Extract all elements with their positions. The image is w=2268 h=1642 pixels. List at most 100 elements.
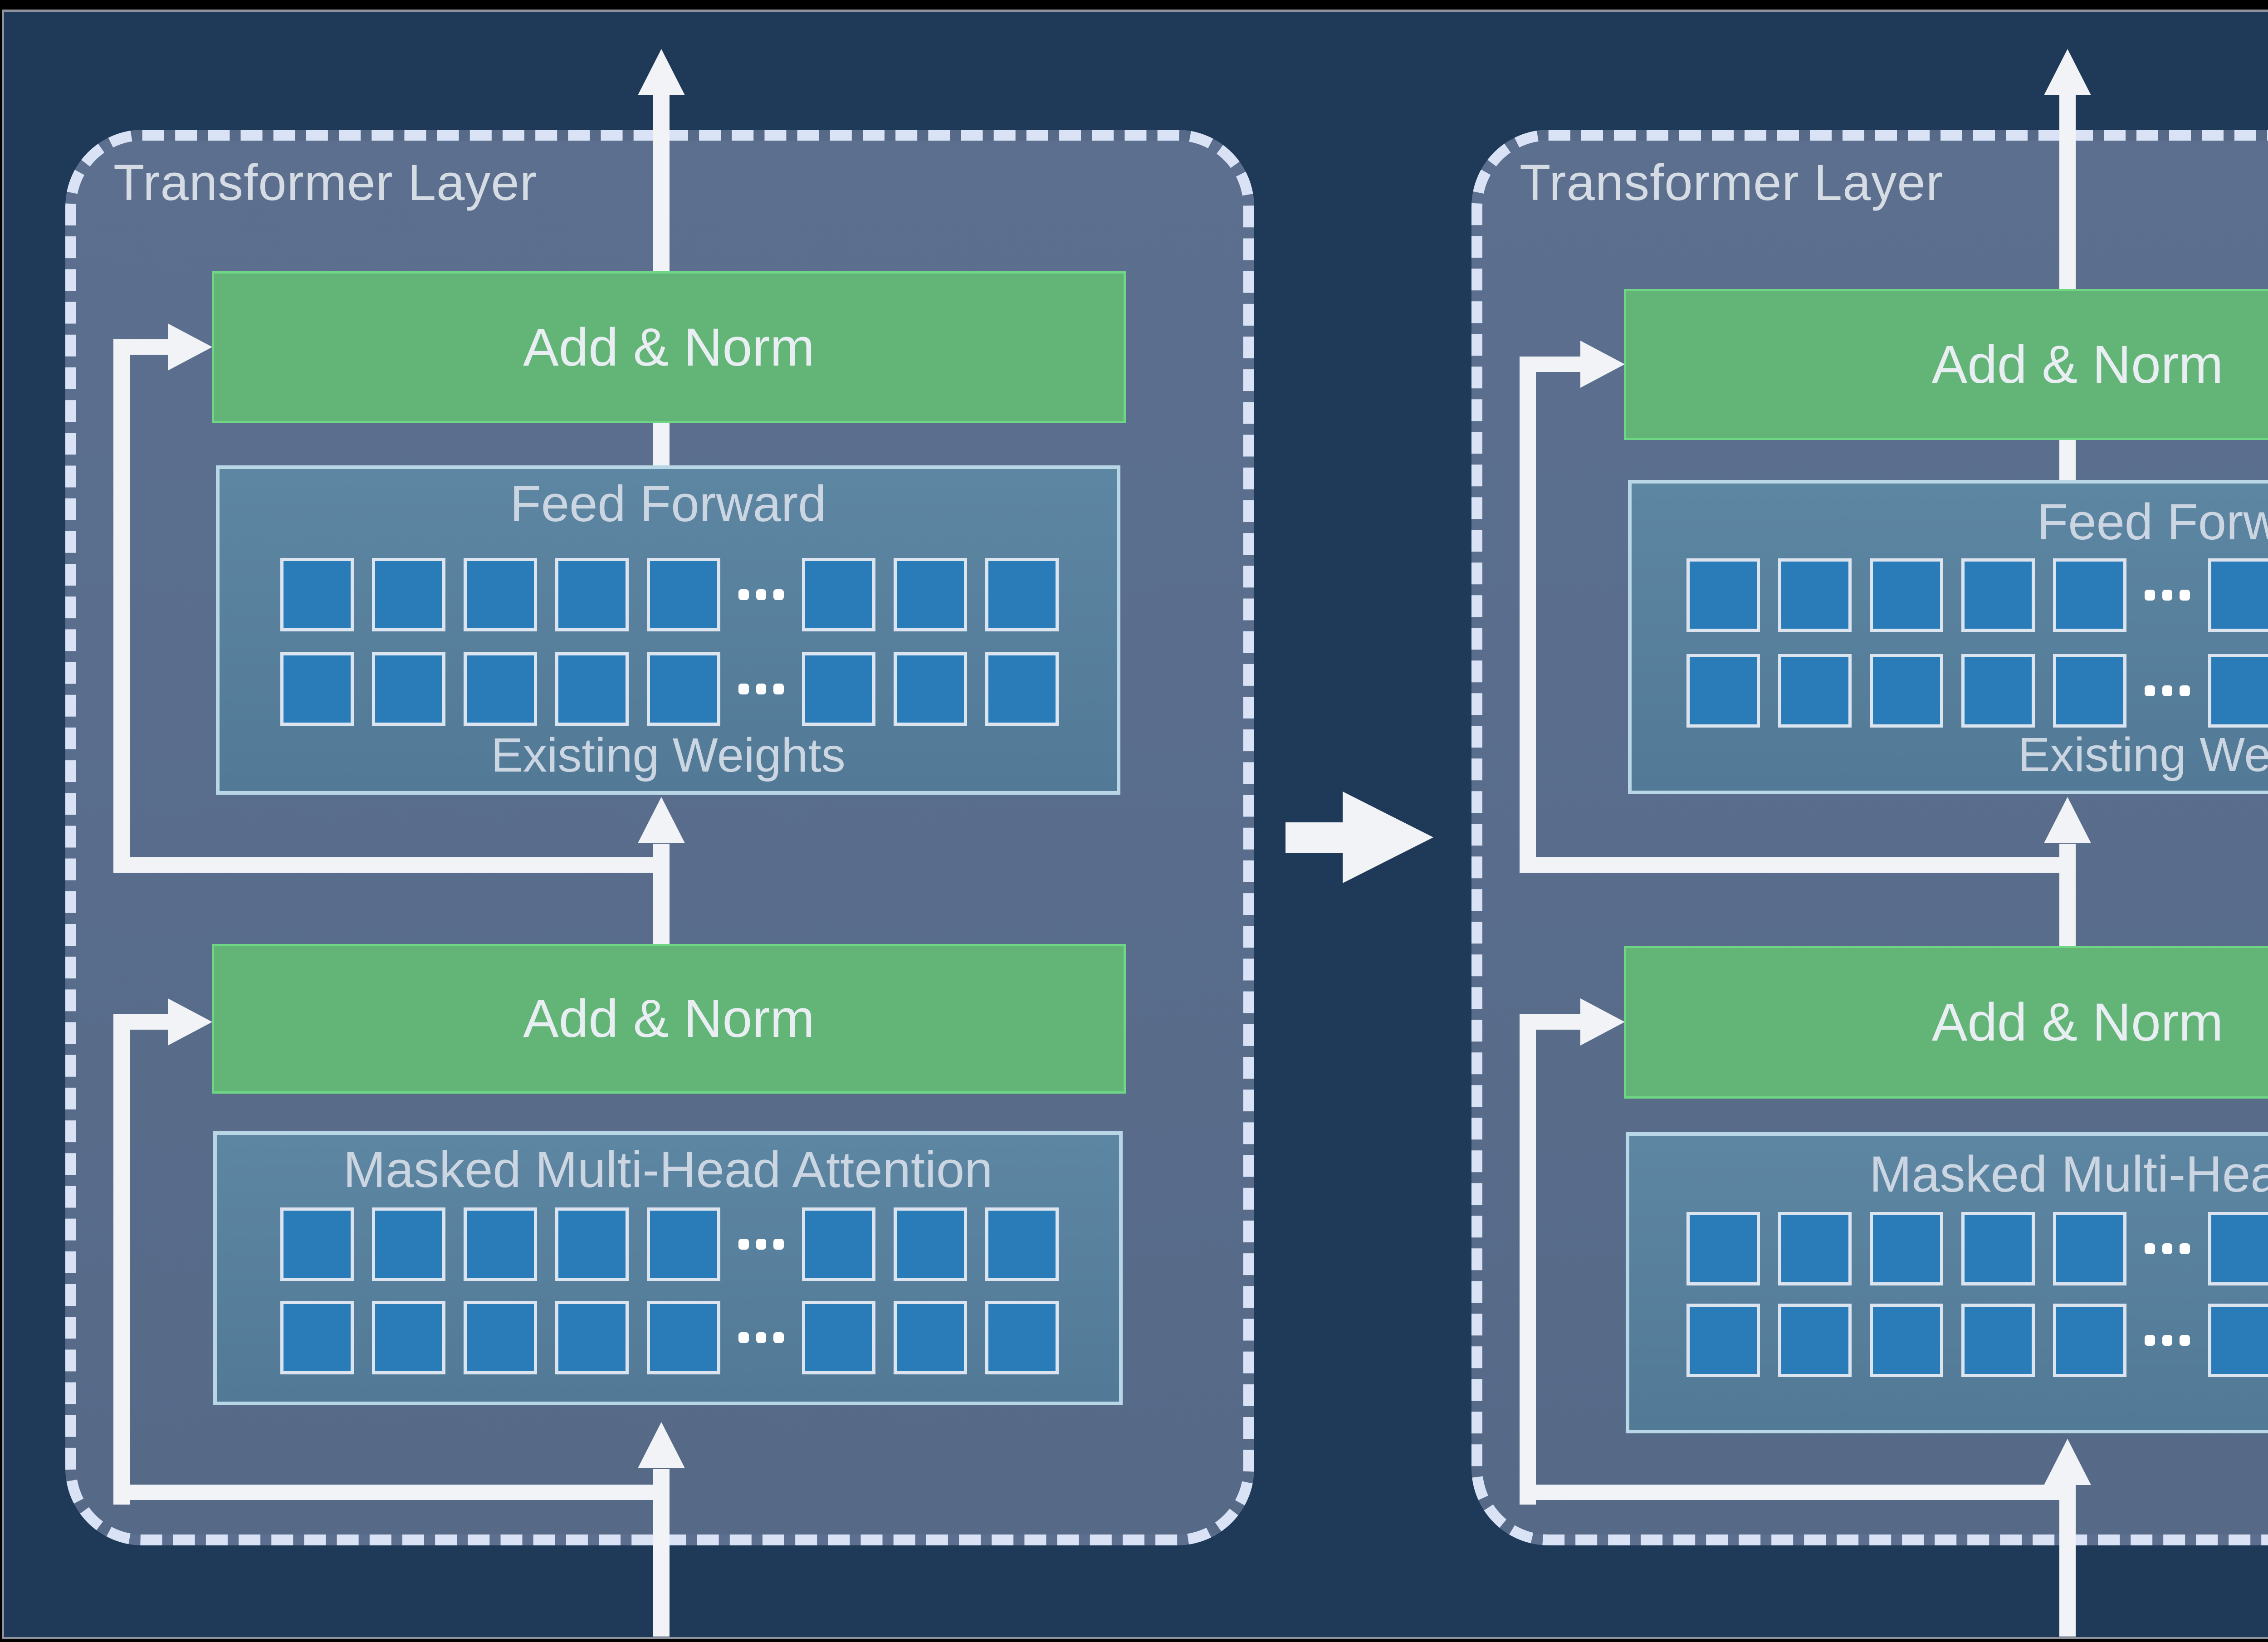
- weight-square: [2053, 1304, 2126, 1377]
- lower-skip-vertical-line: [113, 1014, 130, 1505]
- weight-square: [280, 1207, 354, 1281]
- ellipsis-icon: [2145, 590, 2190, 601]
- input-arrow-shaft: [2059, 1469, 2076, 1637]
- weight-square: [372, 1207, 445, 1281]
- masked-attention-title: Masked Multi-Head Attention: [1869, 1146, 2268, 1202]
- input-arrow-head-icon: [2044, 1439, 2091, 1485]
- transformer-layer-panel-fine-tuned: Transformer Layer Add & Norm Feed Forwar…: [1471, 49, 2268, 1637]
- ff-to-addnorm-connector: [2059, 440, 2076, 480]
- weight-square: [1778, 1304, 1852, 1377]
- weight-square: [464, 558, 537, 631]
- weight-square: [2053, 1212, 2126, 1285]
- weight-square: [2208, 558, 2268, 632]
- output-arrow-shaft: [2059, 95, 2076, 289]
- weight-square: [372, 558, 445, 631]
- weight-square: [464, 1207, 537, 1281]
- upper-skip-arm: [1520, 357, 1585, 372]
- weight-row: [1686, 1212, 2268, 1285]
- upper-skip-horizontal-line: [1520, 857, 2076, 873]
- weight-square: [2208, 654, 2268, 728]
- input-arrow-head-icon: [638, 1422, 685, 1468]
- transition-arrow-shaft: [1286, 822, 1344, 853]
- weight-square: [894, 558, 967, 631]
- weight-square: [555, 558, 629, 631]
- weight-square: [1778, 654, 1852, 728]
- weight-row: [280, 652, 1059, 726]
- ellipsis-icon: [2145, 1243, 2190, 1254]
- weight-square: [1870, 1212, 1943, 1285]
- into-ff-arrow-head-icon: [2044, 797, 2091, 843]
- ff-to-addnorm-connector: [653, 423, 670, 465]
- transformer-layer-panel-base: Transformer Layer Add & Norm Feed Forwar…: [65, 49, 1254, 1637]
- weight-square: [555, 652, 629, 726]
- ellipsis-icon: [2145, 1335, 2190, 1346]
- ellipsis-icon: [738, 1239, 784, 1250]
- ellipsis-icon: [738, 589, 784, 600]
- weight-square: [1961, 1304, 2035, 1377]
- transition-arrow-head-icon: [1343, 792, 1433, 883]
- ellipsis-icon: [738, 684, 784, 694]
- existing-weights-label: Existing Weights: [491, 728, 846, 782]
- weight-square: [985, 652, 1059, 726]
- weight-square: [555, 1207, 629, 1281]
- output-arrow-head-icon: [638, 49, 685, 95]
- weight-square: [985, 558, 1059, 631]
- weight-square: [372, 1301, 445, 1374]
- output-arrow-head-icon: [2044, 49, 2091, 95]
- slide-background: Transformer Layer Add & Norm Feed Forwar…: [2, 10, 2268, 1639]
- weight-square: [1686, 558, 1760, 632]
- masked-attention-block: Masked Multi-Head Attention: [213, 1131, 1123, 1405]
- upper-skip-horizontal-line: [113, 857, 670, 873]
- weight-row: [280, 1301, 1059, 1374]
- weight-square: [1778, 1212, 1852, 1285]
- panel-title: Transformer Layer: [113, 154, 537, 211]
- add-norm-block-upper: Add & Norm: [1624, 289, 2268, 440]
- weight-square: [2208, 1304, 2268, 1377]
- weight-row: [1686, 558, 2268, 632]
- upper-skip-arrow-head-icon: [1580, 341, 1625, 388]
- weight-row: [280, 558, 1059, 631]
- lower-skip-horizontal-line: [1520, 1485, 2076, 1500]
- weight-square: [2208, 1212, 2268, 1285]
- weight-square: [894, 1207, 967, 1281]
- into-ff-arrow-head-icon: [638, 797, 685, 843]
- feed-forward-block: Feed Forward Fine- Tuned Weights Existin…: [1628, 480, 2268, 794]
- weight-square: [555, 1301, 629, 1374]
- panel-title: Transformer Layer: [1520, 154, 1943, 211]
- lower-skip-horizontal-line: [113, 1485, 670, 1500]
- weight-square: [372, 652, 445, 726]
- upper-skip-vertical-line: [1520, 357, 1536, 873]
- weight-square: [647, 558, 720, 631]
- weight-square: [464, 652, 537, 726]
- weight-square: [647, 1207, 720, 1281]
- weight-row: [1686, 1304, 2268, 1377]
- lower-skip-arm: [1520, 1014, 1585, 1030]
- weight-square: [894, 652, 967, 726]
- weight-row: [1686, 654, 2268, 728]
- weight-row: [280, 1207, 1059, 1281]
- weight-square: [802, 652, 875, 726]
- weight-square: [985, 1207, 1059, 1281]
- input-arrow-shaft: [653, 1469, 670, 1637]
- ellipsis-icon: [738, 1332, 784, 1343]
- lower-skip-arrow-head-icon: [1580, 998, 1625, 1046]
- weight-square: [802, 1207, 875, 1281]
- lower-skip-vertical-line: [1520, 1014, 1536, 1505]
- feed-forward-title: Feed Forward: [510, 475, 826, 532]
- weight-square: [1870, 654, 1943, 728]
- weight-square: [1870, 1304, 1943, 1377]
- upper-skip-arrow-head-icon: [168, 323, 212, 371]
- weight-square: [280, 652, 354, 726]
- weight-square: [1961, 1212, 2035, 1285]
- add-norm-block-lower: Add & Norm: [1624, 946, 2268, 1099]
- weight-square: [647, 1301, 720, 1374]
- weight-square: [802, 1301, 875, 1374]
- weight-square: [1686, 654, 1760, 728]
- weight-square: [1686, 1304, 1760, 1377]
- upper-skip-vertical-line: [113, 339, 130, 873]
- weight-square: [1686, 1212, 1760, 1285]
- weight-square: [2053, 558, 2126, 632]
- output-arrow-shaft: [653, 95, 670, 274]
- weight-square: [280, 558, 354, 631]
- weight-square: [647, 652, 720, 726]
